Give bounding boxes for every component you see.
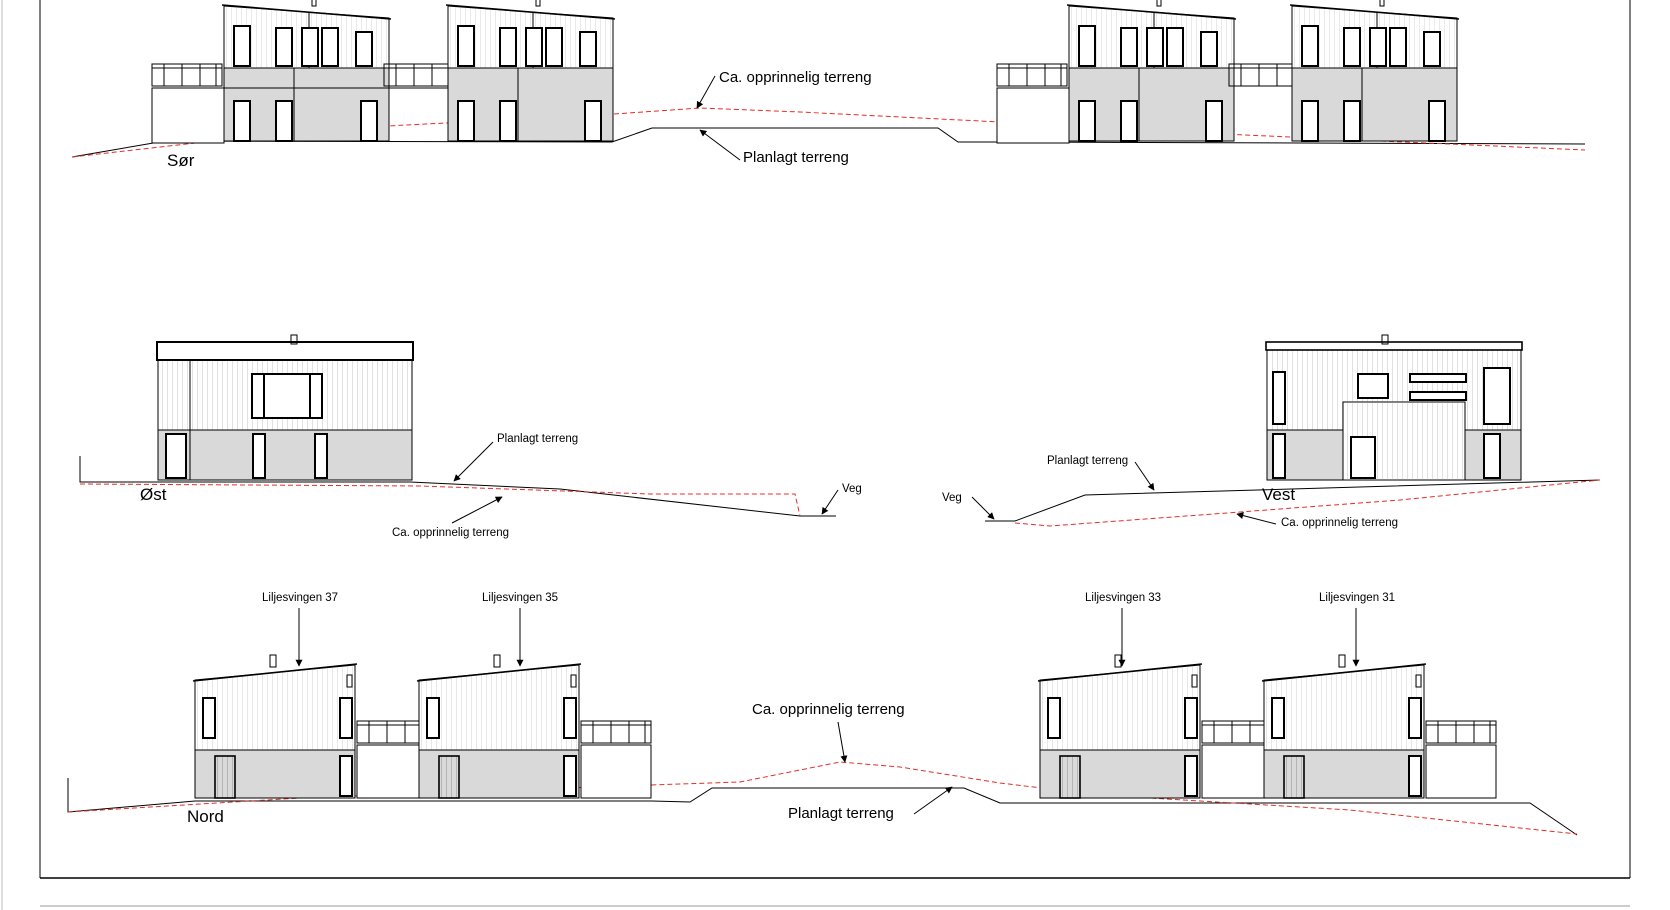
nord-planned-terrain-arrow	[913, 786, 953, 815]
nord-house-37	[192, 654, 358, 799]
sheet-frame	[1, 0, 1631, 910]
ost-planned-terrain-label: Planlagt terreng	[497, 433, 578, 445]
nord-house-label-35: Liljesvingen 35	[482, 592, 558, 604]
ost-road-label: Veg	[842, 483, 862, 495]
vest-road-arrow	[971, 496, 995, 520]
nord-house-label-33: Liljesvingen 33	[1085, 592, 1161, 604]
elevation-ost: Øst Planlagt terreng Ca. opprinnelig ter…	[79, 334, 862, 539]
elevation-vest: Vest Planlagt terreng Ca. opprinnelig te…	[942, 334, 1601, 529]
ost-road-arrow	[821, 489, 839, 515]
ost-original-terrain-arrow	[451, 496, 503, 524]
nord-house-35	[416, 654, 582, 799]
ost-planned-terrain-line	[79, 456, 836, 517]
elevation-nord: Liljesvingen 37 Liljesvingen 35 Liljesvi…	[67, 592, 1578, 836]
vest-planned-terrain-label: Planlagt terreng	[1047, 455, 1128, 467]
elevation-sor: Sør Ca. opprinnelig terreng Planlagt ter…	[71, 0, 1586, 170]
sor-original-terrain-label: Ca. opprinnelig terreng	[719, 69, 872, 86]
vest-original-terrain-label: Ca. opprinnelig terreng	[1281, 517, 1398, 529]
nord-house-31	[1261, 654, 1427, 799]
sor-original-terrain-arrow	[696, 75, 716, 109]
vest-view-name: Vest	[1262, 485, 1295, 504]
sor-view-name: Sør	[167, 151, 195, 170]
vest-road-label: Veg	[942, 492, 962, 504]
nord-house-33	[1037, 654, 1203, 799]
sor-planned-terrain-arrow	[699, 129, 741, 161]
vest-original-terrain-arrow	[1236, 512, 1277, 525]
nord-original-terrain-label: Ca. opprinnelig terreng	[752, 701, 905, 718]
nord-planned-terrain-label: Planlagt terreng	[788, 805, 894, 822]
vest-planned-terrain-arrow	[1134, 461, 1155, 491]
ost-original-terrain-label: Ca. opprinnelig terreng	[392, 527, 509, 539]
sor-planned-terrain-label: Planlagt terreng	[743, 149, 849, 166]
vest-original-terrain-line	[1014, 479, 1601, 527]
ost-original-terrain-line	[79, 483, 801, 517]
nord-house-label-37: Liljesvingen 37	[262, 592, 338, 604]
nord-house-label-31: Liljesvingen 31	[1319, 592, 1395, 604]
nord-original-terrain-arrow	[837, 721, 848, 763]
ost-view-name: Øst	[140, 485, 167, 504]
ost-planned-terrain-arrow	[453, 441, 494, 482]
nord-view-name: Nord	[187, 807, 224, 826]
vest-planned-terrain-line	[985, 479, 1601, 522]
nord-planned-terrain-line	[67, 778, 1578, 836]
